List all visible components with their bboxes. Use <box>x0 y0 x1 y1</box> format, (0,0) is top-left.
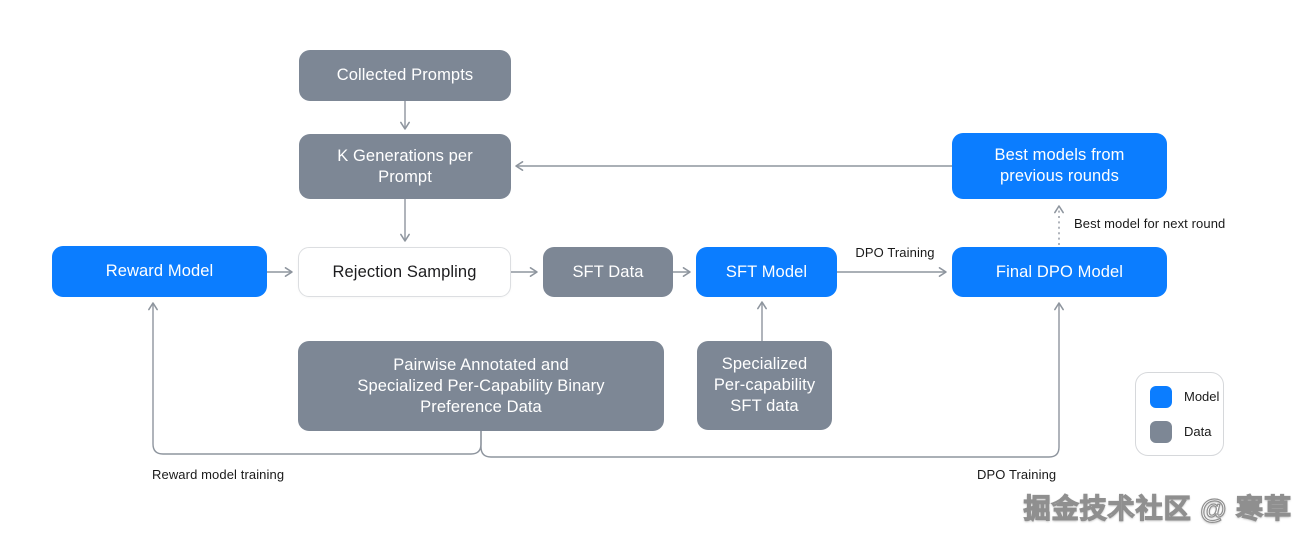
node-rejection-sampling-label: Rejection Sampling <box>332 262 477 281</box>
node-sft-data: SFT Data <box>543 247 673 297</box>
node-k-generations-label: K Generations per Prompt <box>337 146 473 186</box>
node-specialized-sft-data-label: Specialized Per-capability SFT data <box>713 355 816 415</box>
node-sft-data-label: SFT Data <box>572 262 644 281</box>
legend-model-label: Model <box>1184 389 1220 404</box>
node-best-models-previous-rounds-label: Best models from previous rounds <box>994 146 1125 185</box>
legend-item-data: Data <box>1150 420 1223 443</box>
edge-label-dpo-training-top: DPO Training <box>855 245 935 260</box>
legend-item-model: Model <box>1150 385 1223 408</box>
node-reward-model-label: Reward Model <box>105 262 214 280</box>
node-best-models-previous-rounds: Best models from previous rounds <box>952 133 1167 199</box>
node-pairwise-preference-data-label: Pairwise Annotated and Specialized Per-C… <box>357 355 605 416</box>
legend-data-label: Data <box>1184 424 1212 439</box>
legend-data-swatch <box>1150 420 1172 443</box>
node-final-dpo-model-label: Final DPO Model <box>995 262 1124 281</box>
node-rejection-sampling: Rejection Sampling <box>298 247 511 297</box>
node-collected-prompts-label: Collected Prompts <box>336 66 474 84</box>
edge-label-best-model-next-round: Best model for next round <box>1074 216 1226 231</box>
legend: Model Data <box>1135 372 1224 456</box>
node-sft-model: SFT Model <box>696 247 837 297</box>
edge-label-reward-model-training: Reward model training <box>152 467 285 482</box>
node-collected-prompts: Collected Prompts <box>299 50 511 101</box>
node-k-generations: K Generations per Prompt <box>299 134 511 199</box>
edge-pairwise-to-finaldpo <box>480 302 1064 458</box>
node-pairwise-preference-data: Pairwise Annotated and Specialized Per-C… <box>298 341 664 431</box>
node-specialized-sft-data: Specialized Per-capability SFT data <box>697 341 832 430</box>
node-reward-model: Reward Model <box>52 246 267 297</box>
node-final-dpo-model: Final DPO Model <box>952 247 1167 297</box>
node-sft-model-label: SFT Model <box>725 262 808 281</box>
edge-label-dpo-training-bottom: DPO Training <box>977 467 1057 482</box>
watermark-text: 掘金技术社区 @ 寒草 <box>1023 493 1292 524</box>
legend-model-swatch <box>1150 385 1172 408</box>
